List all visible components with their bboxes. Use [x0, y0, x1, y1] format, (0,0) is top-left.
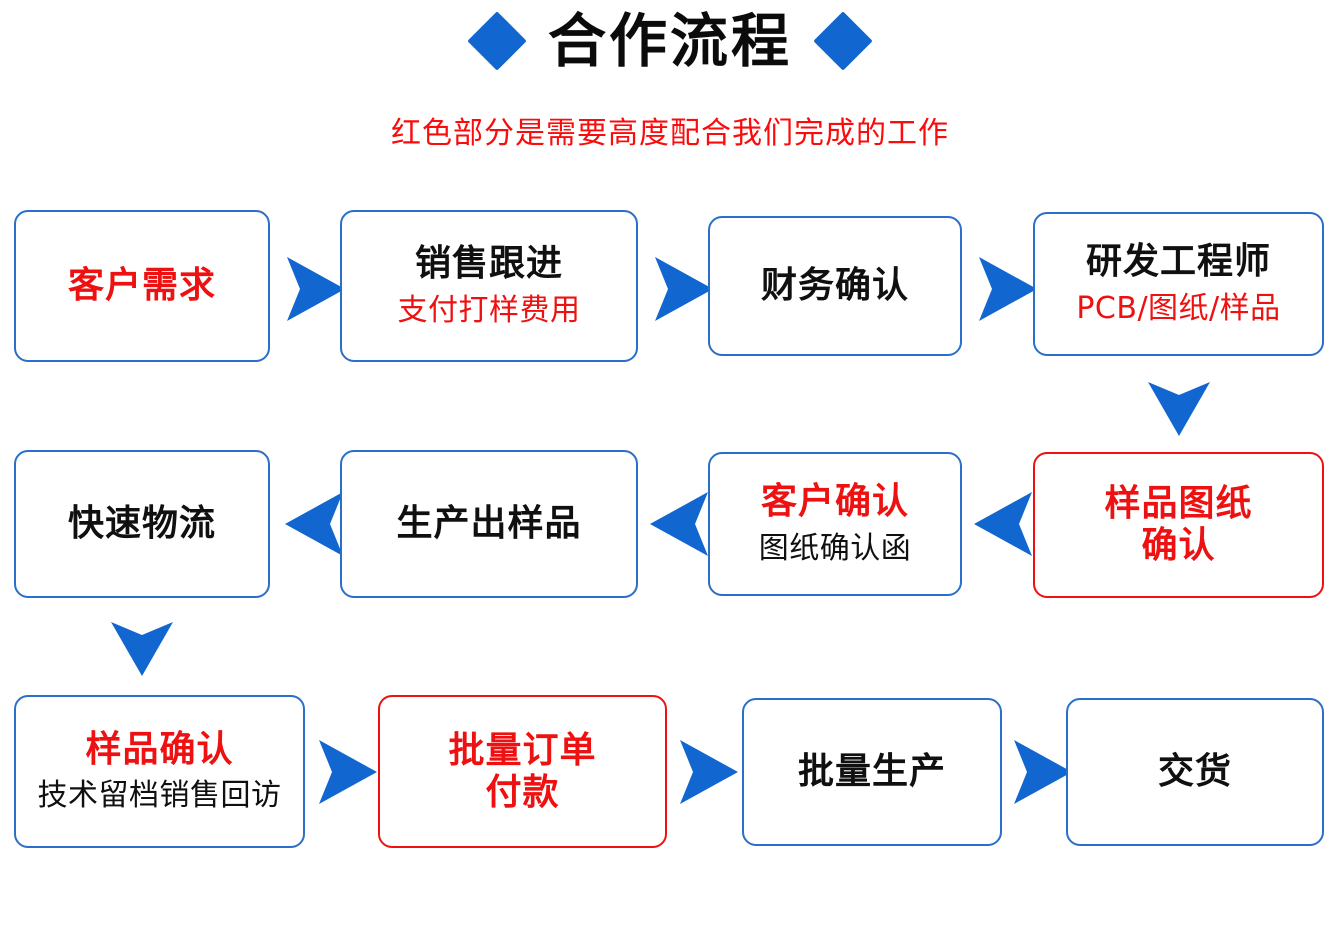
- step-title: 批量生产: [797, 751, 946, 793]
- page-title: 合作流程: [547, 7, 792, 75]
- step-title: 研发工程师: [1085, 241, 1271, 283]
- arrow-right-r1-2: [651, 255, 717, 323]
- flow-step-bulk-order-payment[interactable]: 批量订单 付款: [378, 695, 667, 848]
- step-title: 批量订单 付款: [448, 729, 597, 813]
- page-header: 合作流程 红色部分是需要高度配合我们完成的工作: [0, 0, 1340, 180]
- flow-step-sales-followup[interactable]: 销售跟进 支付打样费用: [340, 210, 638, 362]
- step-title: 客户需求: [67, 265, 216, 307]
- step-title: 交货: [1157, 751, 1232, 793]
- flow-step-delivery[interactable]: 交货: [1066, 698, 1324, 846]
- flow-step-produce-sample[interactable]: 生产出样品: [340, 450, 638, 598]
- diamond-right-icon: [813, 11, 873, 71]
- arrow-right-r3-3: [1010, 738, 1076, 806]
- arrow-left-r2-3: [970, 490, 1036, 558]
- flow-step-bulk-production[interactable]: 批量生产: [742, 698, 1002, 846]
- diamond-left-icon: [467, 11, 527, 71]
- step-title: 客户确认: [760, 481, 909, 523]
- flow-step-rd-engineer[interactable]: 研发工程师 PCB/图纸/样品: [1033, 212, 1324, 356]
- step-subtitle: PCB/图纸/样品: [1076, 290, 1281, 326]
- step-subtitle: 图纸确认函: [758, 530, 912, 566]
- arrow-right-r1-3: [975, 255, 1041, 323]
- step-title: 生产出样品: [396, 503, 582, 545]
- flow-step-customer-requirement[interactable]: 客户需求: [14, 210, 270, 362]
- arrow-down-left-column: [109, 618, 175, 680]
- flow-step-sample-drawing-confirm[interactable]: 样品图纸 确认: [1033, 452, 1324, 598]
- step-title: 样品图纸 确认: [1104, 483, 1253, 566]
- arrow-left-r2-1: [281, 490, 347, 558]
- arrow-down-right-column: [1146, 378, 1212, 440]
- flow-step-sample-confirm[interactable]: 样品确认 技术留档销售回访: [14, 695, 305, 848]
- flow-step-fast-logistics[interactable]: 快速物流: [14, 450, 270, 598]
- step-title: 销售跟进: [414, 243, 563, 285]
- arrow-left-r2-2: [646, 490, 712, 558]
- step-title: 样品确认: [85, 728, 234, 770]
- flow-step-finance-confirm[interactable]: 财务确认: [708, 216, 962, 356]
- flow-step-customer-confirm[interactable]: 客户确认 图纸确认函: [708, 452, 962, 596]
- step-subtitle: 技术留档销售回访: [37, 778, 282, 814]
- arrow-right-r3-1: [315, 738, 381, 806]
- arrow-right-r3-2: [676, 738, 742, 806]
- title-row: 合作流程: [0, 7, 1340, 75]
- page-subtitle: 红色部分是需要高度配合我们完成的工作: [391, 116, 949, 151]
- step-title: 财务确认: [760, 265, 909, 307]
- step-subtitle: 支付打样费用: [397, 292, 581, 328]
- step-title: 快速物流: [67, 503, 216, 545]
- arrow-right-r1-1: [283, 255, 349, 323]
